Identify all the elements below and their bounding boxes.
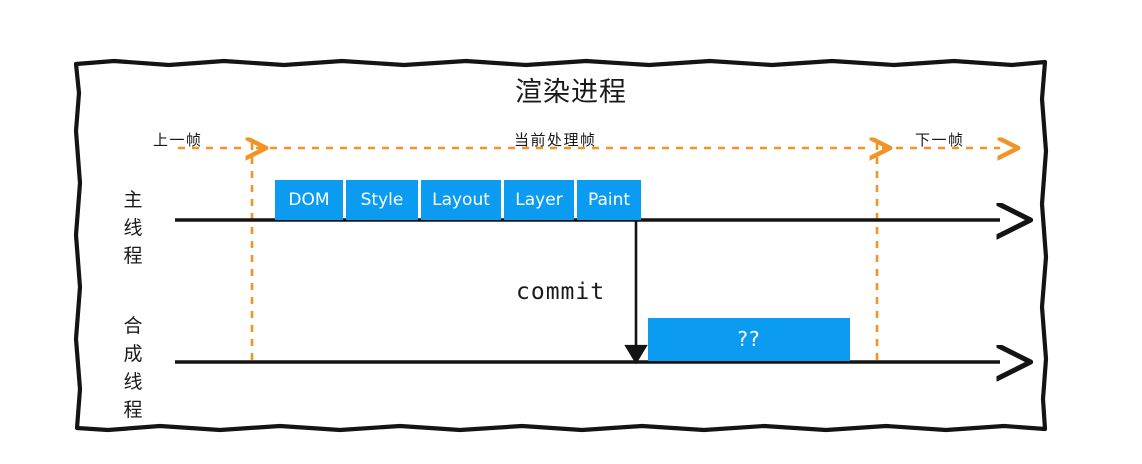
thread-label-compositor-thread: 合 成 线 程 [116,312,150,424]
frame-border-path [73,58,1049,433]
thread-label-char: 线 [123,371,143,393]
thread-label-char: 程 [123,245,143,267]
commit-label: commit [516,279,606,305]
pipeline-stage-row: DOM Style Layout Layer Paint [275,180,641,220]
thread-label-char: 成 [123,343,143,365]
band-label-current-frame: 当前处理帧 [512,131,599,149]
diagram-frame [73,58,1049,433]
band-label-next-frame: 下一帧 [913,131,967,149]
band-label-previous-frame: 上一帧 [151,131,205,149]
pipeline-stage-paint[interactable]: Paint [577,180,641,220]
thread-label-char: 程 [123,399,143,421]
thread-label-char: 线 [123,217,143,239]
thread-label-main-thread: 主 线 程 [116,186,150,270]
pipeline-stage-layout[interactable]: Layout [421,180,501,220]
pipeline-stage-style[interactable]: Style [346,180,418,220]
compositor-task-box[interactable]: ?? [648,318,850,361]
thread-label-char: 主 [123,189,143,211]
pipeline-stage-dom[interactable]: DOM [275,180,343,220]
diagram-title: 渲染进程 [515,77,627,108]
pipeline-stage-layer[interactable]: Layer [504,180,574,220]
thread-label-char: 合 [123,315,143,337]
